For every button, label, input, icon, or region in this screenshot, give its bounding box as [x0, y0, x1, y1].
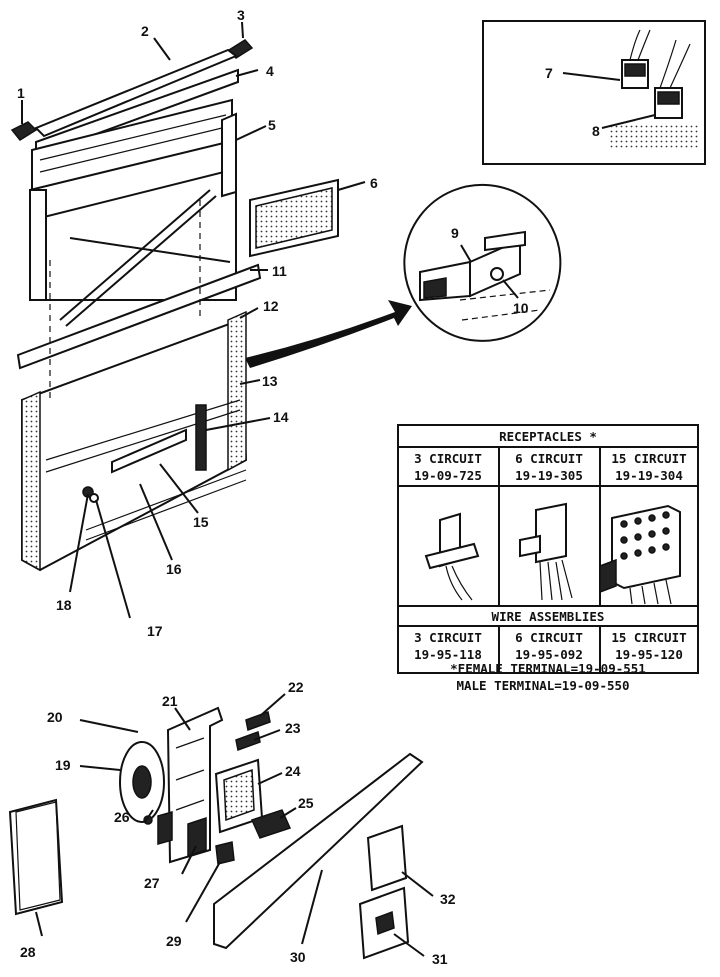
rec-part-1: 19-09-725: [414, 468, 482, 483]
wire-title: WIRE ASSEMBLIES: [492, 609, 605, 624]
note-male-terminal: MALE TERMINAL=19-09-550: [456, 678, 629, 693]
rec-circuit-2: 6 CIRCUIT: [515, 451, 583, 466]
receptacles-table: RECEPTACLES * 3 CIRCUIT 19-09-725 6 CIRC…: [397, 424, 699, 693]
wire-circuit-2: 6 CIRCUIT: [515, 630, 583, 645]
callout-20: 20: [47, 709, 63, 725]
callout-numbers: 1 2 3 4 5 6 7 8 9 10 11 12 13 14 15 16 1…: [17, 7, 600, 967]
rec-part-3: 19-19-304: [615, 468, 683, 483]
wire-part-2: 19-95-092: [515, 647, 583, 662]
callout-17: 17: [147, 623, 163, 639]
callout-13: 13: [262, 373, 278, 389]
callout-29: 29: [166, 933, 182, 949]
detail-arrow: [245, 300, 412, 368]
receptacles-title: RECEPTACLES *: [499, 429, 597, 444]
callout-8: 8: [592, 123, 600, 139]
wire-part-1: 19-95-118: [414, 647, 482, 662]
callout-12: 12: [263, 298, 279, 314]
callout-6: 6: [370, 175, 378, 191]
wire-part-3: 19-95-120: [615, 647, 683, 662]
callout-2: 2: [141, 23, 149, 39]
callout-24: 24: [285, 763, 301, 779]
leader-lines-top: [21, 21, 366, 619]
callout-5: 5: [268, 117, 276, 133]
rec-part-2: 19-19-305: [515, 468, 583, 483]
callout-26: 26: [114, 809, 130, 825]
callout-18: 18: [56, 597, 72, 613]
callout-27: 27: [144, 875, 160, 891]
callout-28: 28: [20, 944, 36, 960]
inset-connector-detail: [482, 20, 706, 165]
callout-1: 1: [17, 85, 25, 101]
callout-3: 3: [237, 7, 245, 23]
callout-15: 15: [193, 514, 209, 530]
callout-31: 31: [432, 951, 448, 967]
callout-32: 32: [440, 891, 456, 907]
callout-14: 14: [273, 409, 289, 425]
callout-23: 23: [285, 720, 301, 736]
callout-10: 10: [513, 300, 529, 316]
leader-lines-bottom: [35, 693, 434, 957]
bottom-assembly: [8, 706, 424, 960]
callout-4: 4: [266, 63, 274, 79]
rec-circuit-1: 3 CIRCUIT: [414, 451, 482, 466]
callout-19: 19: [55, 757, 71, 773]
wire-circuit-3: 15 CIRCUIT: [611, 630, 686, 645]
rec-circuit-3: 15 CIRCUIT: [611, 451, 686, 466]
callout-25: 25: [298, 795, 314, 811]
circle-detail-bracket: [403, 183, 562, 342]
top-assembly: [10, 39, 339, 572]
note-female-terminal: *FEMALE TERMINAL=19-09-551: [450, 661, 646, 676]
callout-9: 9: [451, 225, 459, 241]
callout-16: 16: [166, 561, 182, 577]
callout-22: 22: [288, 679, 304, 695]
callout-30: 30: [290, 949, 306, 965]
callout-11: 11: [272, 263, 287, 279]
wire-circuit-1: 3 CIRCUIT: [414, 630, 482, 645]
callout-7: 7: [545, 65, 553, 81]
callout-21: 21: [162, 693, 178, 709]
